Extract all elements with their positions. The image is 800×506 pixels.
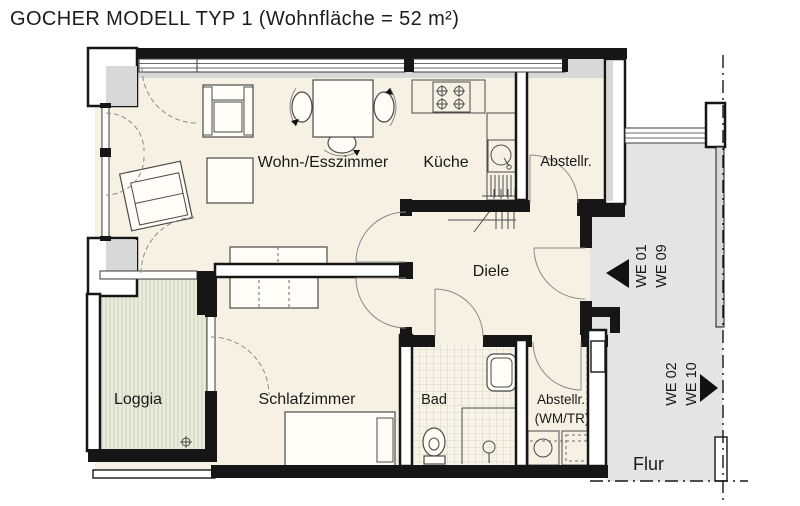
living-room-window bbox=[196, 58, 406, 73]
door-hall-to-storage-top bbox=[529, 154, 579, 204]
labels-layer: Wohn-/Esszimmer Küche Abstellr. Diele Lo… bbox=[114, 154, 718, 474]
shower-icon bbox=[461, 407, 516, 464]
french-window-swing-upper bbox=[105, 112, 145, 152]
room-label-storage-top: Abstellr. bbox=[540, 154, 592, 170]
french-window-swing-lower bbox=[105, 156, 145, 196]
door-hall-to-living bbox=[355, 211, 407, 263]
loggia-bottom-wall bbox=[88, 449, 217, 462]
bath-storage-wall bbox=[514, 338, 529, 468]
wardrobe bbox=[229, 273, 319, 309]
entrance-recess-floor bbox=[590, 217, 607, 330]
unit-label-we09: WE 09 bbox=[654, 244, 670, 288]
loggia-left-wall bbox=[85, 292, 102, 453]
floor-drain-icon bbox=[180, 436, 192, 448]
room-label-storage-bottom: Abstellr. bbox=[537, 392, 585, 407]
room-label-loggia: Loggia bbox=[114, 391, 162, 408]
unit-label-we02: WE 02 bbox=[664, 362, 680, 406]
walls-layer bbox=[85, 46, 728, 482]
coffee-table bbox=[206, 157, 254, 204]
kitchen-window bbox=[412, 58, 566, 73]
apartment-entrance-door bbox=[533, 247, 586, 300]
room-label-kitchen: Küche bbox=[423, 154, 468, 171]
room-label-hall: Diele bbox=[473, 263, 510, 280]
dining-chair bbox=[291, 91, 313, 123]
sideboard bbox=[229, 246, 328, 266]
washbasin-icon bbox=[486, 353, 517, 392]
radiator-kitchen-icon bbox=[482, 189, 518, 199]
unit-marker-b: WE 02 WE 10 bbox=[664, 362, 718, 406]
room-label-bedroom: Schlafzimmer bbox=[259, 391, 357, 408]
room-label-living: Wohn-/Esszimmer bbox=[258, 154, 389, 171]
door-hall-to-bedroom bbox=[355, 277, 407, 329]
dining-table bbox=[289, 79, 397, 157]
unit-arrow-right-icon bbox=[700, 374, 718, 402]
loggia-bedroom-wall bbox=[205, 395, 217, 453]
unit-label-we10: WE 10 bbox=[684, 362, 700, 406]
loggia-glass-wall bbox=[99, 270, 198, 280]
loggia-door-glass bbox=[206, 314, 216, 396]
room-label-storage-bottom-sub: (WM/TR) bbox=[535, 411, 590, 426]
sofa bbox=[118, 160, 194, 232]
balcony-door-top-left bbox=[138, 58, 198, 73]
stove-icon bbox=[432, 81, 471, 113]
living-bedroom-wall bbox=[213, 262, 409, 279]
shaft bbox=[590, 340, 606, 373]
pillow bbox=[376, 417, 394, 463]
toilet-icon bbox=[422, 427, 446, 465]
door-hall-to-bath bbox=[434, 288, 484, 338]
loggia-door-swing-living bbox=[140, 216, 198, 274]
kitchen-hall-wall bbox=[400, 200, 530, 212]
storage-bottom-right-wall bbox=[586, 328, 608, 468]
unit-label-we01: WE 01 bbox=[634, 244, 650, 288]
unit-marker-a: WE 01 WE 09 bbox=[606, 244, 670, 288]
footprint-step bbox=[92, 469, 216, 479]
corridor-window bbox=[624, 127, 709, 144]
bedroom-bath-wall bbox=[398, 333, 414, 468]
furniture-layer bbox=[118, 79, 397, 469]
corridor-label: Flur bbox=[633, 454, 664, 474]
wall-pier bbox=[86, 236, 139, 298]
door-hall-to-storage-wmtr bbox=[532, 341, 582, 391]
bed bbox=[284, 411, 396, 469]
corridor-door-frame bbox=[714, 436, 728, 482]
radiator-hall-icon bbox=[448, 207, 516, 233]
corridor-right-wall bbox=[715, 146, 725, 328]
doors-layer bbox=[105, 67, 586, 396]
living-room-side-window bbox=[100, 103, 111, 241]
wall-pier bbox=[704, 101, 727, 149]
loggia-door-swing-bedroom bbox=[210, 336, 270, 396]
room-label-bath: Bad bbox=[421, 392, 447, 408]
balcony-door-swing-top-left bbox=[141, 67, 198, 124]
unit-arrow-left-icon bbox=[606, 259, 629, 288]
wall-pier bbox=[197, 271, 217, 315]
boundary-layer bbox=[590, 55, 748, 503]
chair-swivel-arrows bbox=[289, 87, 397, 157]
loggia-floor bbox=[98, 279, 213, 451]
page-title: GOCHER MODELL TYP 1 (Wohnfläche = 52 m²) bbox=[10, 8, 459, 30]
bottom-exterior-wall bbox=[211, 465, 608, 478]
storage-right-wall bbox=[603, 57, 627, 206]
kitchen-storage-wall bbox=[514, 57, 529, 202]
windows-layer bbox=[100, 58, 568, 241]
corridor-floor bbox=[607, 143, 723, 481]
wall-pier bbox=[86, 46, 139, 108]
dining-chair bbox=[373, 91, 395, 123]
armchair bbox=[202, 84, 254, 138]
